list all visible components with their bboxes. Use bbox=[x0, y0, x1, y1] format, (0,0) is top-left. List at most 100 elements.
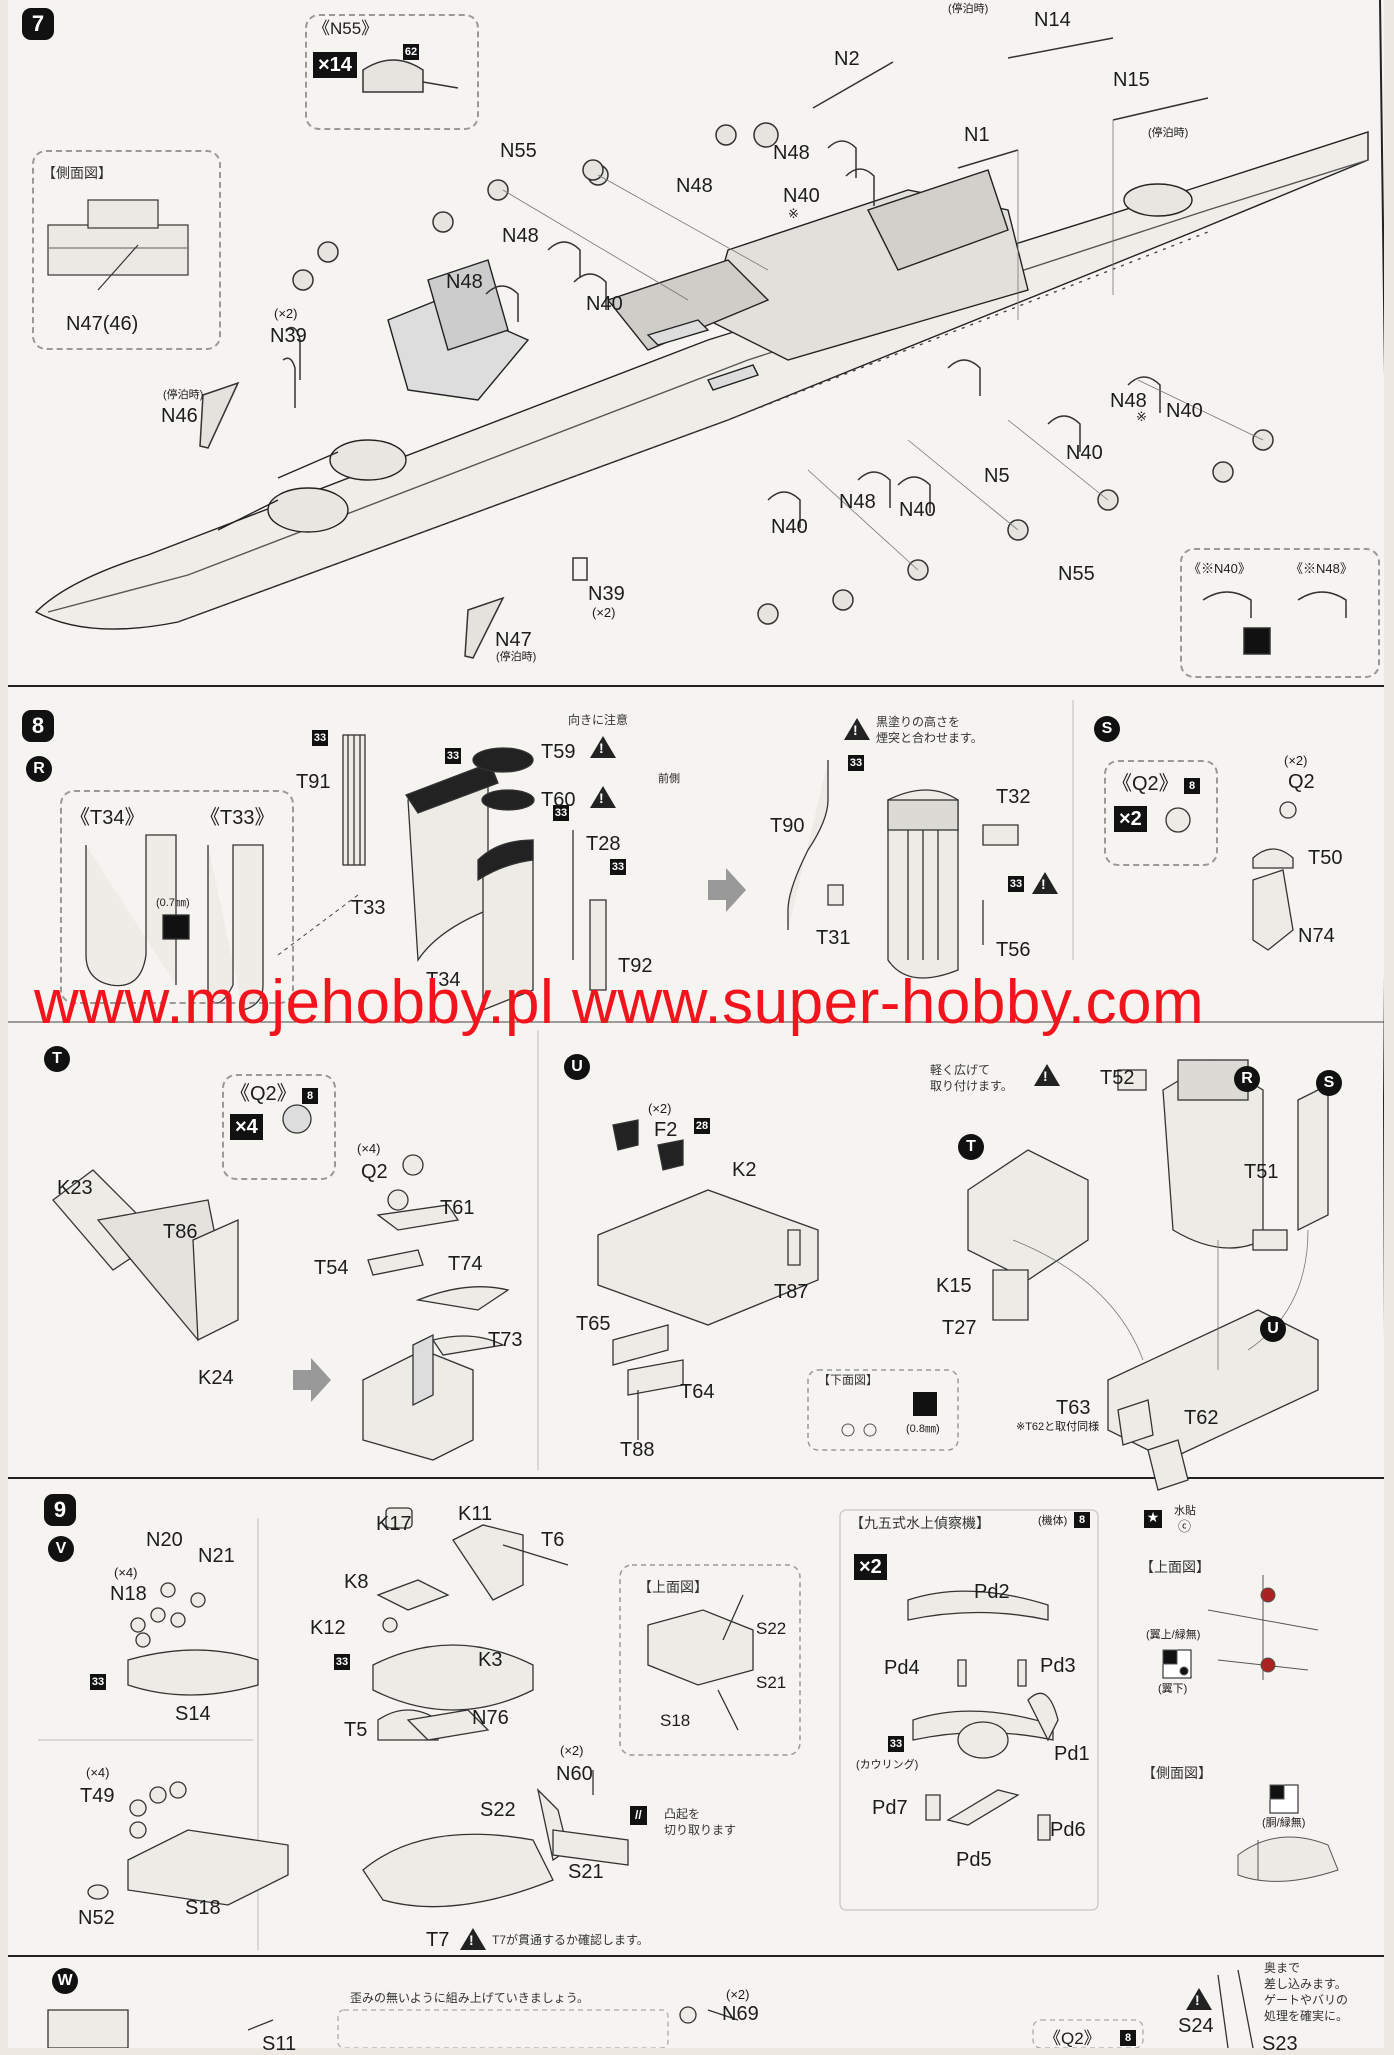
label-N47: N47 bbox=[495, 629, 532, 651]
star-parts-box bbox=[1180, 548, 1380, 678]
label-N48-f: N48 bbox=[839, 491, 876, 513]
warning-icon bbox=[1032, 872, 1058, 894]
W-right-note: 奥まで bbox=[1264, 1961, 1301, 1975]
label-mid-S21: S21 bbox=[568, 1861, 604, 1883]
drill-size: (0.7㎜) bbox=[156, 897, 190, 909]
star-box-N48: 《※N48》 bbox=[1290, 561, 1353, 576]
label-K24: K24 bbox=[198, 1367, 234, 1389]
sub-step-R: R bbox=[26, 756, 52, 782]
label-teihaku-right: (停泊時) bbox=[1148, 127, 1189, 139]
star-box-N40: 《※N40》 bbox=[1188, 561, 1251, 576]
watermark: www.mojehobby.pl www.super-hobby.com bbox=[34, 968, 1205, 1037]
label-T28: T28 bbox=[586, 833, 621, 855]
label-karuku: 軽く広げて bbox=[930, 1063, 991, 1077]
code-33-c: 33 bbox=[553, 805, 569, 821]
code-33-d: 33 bbox=[610, 859, 626, 875]
W-right-note3: ゲートやバリの bbox=[1264, 1993, 1349, 2007]
label-T7-note: T7が貫通するか確認します。 bbox=[492, 1933, 649, 1947]
step-8-number: 8 bbox=[22, 710, 54, 742]
label-N39-b: N39 bbox=[588, 583, 625, 605]
label-S-N74: N74 bbox=[1298, 925, 1335, 947]
code-33-a: 33 bbox=[312, 730, 328, 746]
code-33-b: 33 bbox=[445, 748, 461, 764]
label-N40-f: N40 bbox=[771, 516, 808, 538]
wing-note2: (翼下) bbox=[1158, 1683, 1188, 1695]
label-N76: N76 bbox=[472, 1707, 509, 1729]
code-33-K3: 33 bbox=[334, 1654, 350, 1670]
label-N48-c: N48 bbox=[502, 225, 539, 247]
code-33-f: 33 bbox=[1008, 876, 1024, 892]
decal-star-icon: ★ bbox=[1146, 1509, 1160, 1525]
box-Q2-S-code: 8 bbox=[1184, 778, 1200, 794]
label-star-b: ※ bbox=[1136, 409, 1147, 424]
label-S-x2: (×2) bbox=[1284, 753, 1308, 768]
label-teihaku-N46: (停泊時) bbox=[163, 389, 204, 401]
label-N48-e: N48 bbox=[1110, 390, 1147, 412]
label-T34: T34 bbox=[426, 969, 461, 991]
step-9-number: 9 bbox=[44, 1494, 76, 1526]
label-zen: 前側 bbox=[658, 773, 680, 785]
label-N48-b: N48 bbox=[676, 175, 713, 197]
label-T74: T74 bbox=[448, 1253, 483, 1275]
top-view-b-title: 【上面図】 bbox=[1140, 1559, 1210, 1575]
label-W-Q2-code: 8 bbox=[1120, 2030, 1136, 2046]
callout-N55-qty: ×14 bbox=[313, 52, 357, 78]
label-K15: K15 bbox=[936, 1275, 972, 1297]
label-N48-a: N48 bbox=[773, 142, 810, 164]
label-star-a: ※ bbox=[788, 206, 799, 221]
label-T32: T32 bbox=[996, 786, 1031, 808]
label-Pd1: Pd1 bbox=[1054, 1743, 1090, 1765]
label-K17: K17 bbox=[376, 1513, 412, 1535]
plane-code: 8 bbox=[1074, 1512, 1090, 1528]
label-muki: 向きに注意 bbox=[568, 713, 629, 727]
label-T7: T7 bbox=[426, 1929, 450, 1951]
label-N55-bottom: N55 bbox=[1058, 563, 1095, 585]
label-T33: T33 bbox=[351, 897, 386, 919]
label-x2-N39: (×2) bbox=[274, 306, 298, 321]
box-T33: 《T33》 bbox=[200, 807, 275, 829]
label-Pd6: Pd6 bbox=[1050, 1819, 1086, 1841]
label-N48-d: N48 bbox=[446, 271, 483, 293]
callout-N55-box bbox=[305, 14, 479, 130]
label-N55-top: N55 bbox=[500, 140, 537, 162]
code-28: 28 bbox=[694, 1118, 710, 1134]
label-T49: T49 bbox=[80, 1785, 115, 1807]
label-T61: T61 bbox=[440, 1197, 475, 1219]
W-right-note4: 処理を確実に。 bbox=[1264, 2009, 1349, 2023]
ship-parts bbox=[199, 37, 1274, 659]
side-view-box bbox=[32, 150, 221, 350]
side-view-title: 【側面図】 bbox=[42, 165, 112, 181]
assembly-ref-T: T bbox=[958, 1134, 984, 1160]
box-Q2-T-code: 8 bbox=[302, 1088, 318, 1104]
plane-title: 【九五式水上偵察機】 bbox=[850, 1515, 990, 1531]
label-N40-e: N40 bbox=[899, 499, 936, 521]
label-N40-b: N40 bbox=[586, 293, 623, 315]
label-T64: T64 bbox=[680, 1381, 715, 1403]
step-7-number: 7 bbox=[22, 8, 54, 40]
assembly-ref-R: R bbox=[1234, 1066, 1260, 1092]
label-cut2: 切り取ります bbox=[664, 1823, 737, 1837]
label-T88: T88 bbox=[620, 1439, 655, 1461]
label-F2: F2 bbox=[654, 1119, 678, 1141]
label-Pd5: Pd5 bbox=[956, 1849, 992, 1871]
box-Q2-T-qty: ×4 bbox=[230, 1114, 263, 1140]
label-cut: 凸起を bbox=[664, 1807, 701, 1821]
assembly-ref-S: S bbox=[1316, 1070, 1342, 1096]
label-top-S18: S18 bbox=[660, 1711, 691, 1730]
side-view-part: N47(46) bbox=[66, 313, 139, 335]
label-T6: T6 bbox=[541, 1529, 565, 1551]
callout-N55-code: 62 bbox=[403, 44, 419, 60]
label-K23: K23 bbox=[57, 1177, 93, 1199]
assembly-ref-U: U bbox=[1260, 1316, 1286, 1342]
label-N5: N5 bbox=[984, 465, 1010, 487]
label-N1: N1 bbox=[964, 124, 990, 146]
box-Q2-T: 《Q2》 bbox=[230, 1083, 297, 1105]
code-33-e: 33 bbox=[848, 755, 864, 771]
label-T54: T54 bbox=[314, 1257, 349, 1279]
code-33-V: 33 bbox=[90, 1674, 106, 1690]
label-N39-a: N39 bbox=[270, 325, 307, 347]
label-N60: N60 bbox=[556, 1763, 593, 1785]
T34-T33-box bbox=[60, 790, 294, 1004]
label-N40-d: N40 bbox=[1066, 442, 1103, 464]
label-T27: T27 bbox=[942, 1317, 977, 1339]
